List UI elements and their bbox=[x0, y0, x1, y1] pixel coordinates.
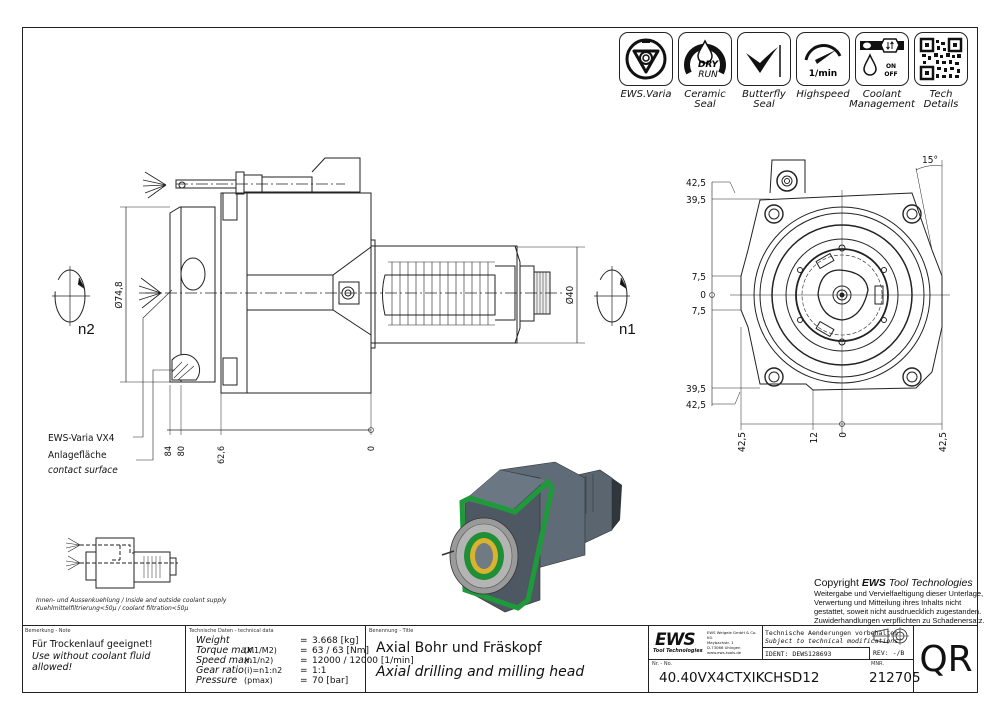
dim-front-bottom: 42,5 bbox=[938, 432, 949, 452]
company-cell: EWS Tool Technologies EWS Weigele GmbH &… bbox=[649, 626, 921, 692]
tech-data-cell: Technische Daten - technical data Weight… bbox=[186, 626, 414, 692]
ews-varia-icon bbox=[625, 38, 667, 80]
mnr-number: 212705 bbox=[869, 670, 921, 686]
part-number: 40.40VX4CTXIKCHSD12 bbox=[659, 670, 820, 686]
rev-field: REV: -/B bbox=[873, 649, 905, 657]
coolant-management-icon: ON OFF bbox=[860, 38, 904, 78]
dim-front-left: 39,5 bbox=[686, 384, 706, 395]
qr-code-icon bbox=[919, 37, 963, 81]
svg-text:1/min: 1/min bbox=[809, 69, 837, 79]
callout-contact-surface: contact surface bbox=[48, 465, 118, 476]
dim-84: 84 bbox=[164, 446, 174, 456]
tech-row-torque: Torque max.(M1/M2)=63 / 63 [Nm] bbox=[196, 645, 370, 657]
coolant-note: Innen- und Aussenkuehlung / Inside and o… bbox=[36, 597, 227, 612]
dim-angle: 15° bbox=[922, 155, 938, 166]
shank-ridges bbox=[388, 261, 495, 326]
callout-anlageflaeche: Anlagefläche bbox=[48, 450, 107, 461]
ceramic-seal-dry-run-icon: DRY RUN bbox=[684, 39, 726, 80]
projection-symbol bbox=[870, 626, 914, 647]
feature-tech-details[interactable]: Tech Details bbox=[913, 32, 969, 110]
title-en: Axial drilling and milling head bbox=[376, 664, 585, 680]
svg-text:RUN: RUN bbox=[698, 70, 718, 80]
dim-diameter-right: Ø40 bbox=[564, 285, 576, 304]
feature-ceramic-seal[interactable]: DRY RUN Ceramic Seal bbox=[677, 32, 733, 110]
title-block: Bemerkung - Note Für Trockenlauf geeigne… bbox=[22, 625, 978, 693]
feature-butterfly-seal[interactable]: Butterfly Seal bbox=[736, 32, 792, 110]
rotation-symbol-n1 bbox=[594, 266, 630, 326]
title-cell: Benennung - Title Axial Bohr und Fräskop… bbox=[366, 626, 649, 692]
svg-text:ON: ON bbox=[886, 63, 896, 70]
feature-icons: EWS.Varia DRY RUN Ceramic Seal Butterfly… bbox=[618, 32, 969, 110]
feature-highspeed[interactable]: 1/min Highspeed bbox=[795, 32, 851, 110]
rotation-symbol-n2 bbox=[52, 266, 90, 326]
tech-row-weight: Weight=3.668 [kg] bbox=[196, 635, 359, 647]
ident-field: IDENT: DEWS128693 bbox=[762, 647, 870, 659]
title-de: Axial Bohr und Fräskopf bbox=[376, 640, 542, 656]
dim-diameter-left: Ø74,8 bbox=[113, 281, 125, 308]
feature-label: EWS.Varia bbox=[620, 89, 672, 100]
dim-front-bottom: 42,5 bbox=[737, 432, 748, 452]
side-view bbox=[52, 157, 630, 461]
dim-front-left: 39,5 bbox=[686, 195, 706, 206]
feature-label: Coolant Management bbox=[849, 89, 915, 110]
coolant-schematic bbox=[65, 537, 178, 589]
feature-label: Tech Details bbox=[923, 89, 959, 110]
feature-label: Highspeed bbox=[796, 89, 850, 100]
qr-label[interactable]: QR bbox=[919, 638, 973, 680]
svg-text:DRY: DRY bbox=[698, 60, 720, 70]
dim-front-left: 42,5 bbox=[686, 400, 706, 411]
company-logo-cell: EWS Tool Technologies EWS Weigele GmbH &… bbox=[649, 626, 763, 659]
rotation-label-n2: n2 bbox=[78, 321, 95, 338]
note-cell: Bemerkung - Note Für Trockenlauf geeigne… bbox=[22, 626, 186, 692]
feature-coolant-management[interactable]: ON OFF Coolant Management bbox=[849, 32, 915, 110]
dim-front-left: 7,5 bbox=[692, 306, 706, 317]
drawing-frame bbox=[22, 27, 978, 693]
dim-front-bottom: 0 bbox=[838, 432, 849, 438]
dim-front-left: 0 bbox=[700, 290, 706, 301]
dim-0: 0 bbox=[367, 446, 377, 451]
feature-label: Butterfly Seal bbox=[742, 89, 786, 110]
rotation-label-n1: n1 bbox=[619, 321, 636, 338]
svg-text:OFF: OFF bbox=[884, 71, 897, 78]
note-en: Use without coolant fluid allowed! bbox=[32, 651, 151, 673]
tech-row-pressure: Pressure(pmax)=70 [bar] bbox=[196, 675, 349, 687]
front-view bbox=[709, 159, 950, 435]
note-de: Für Trockenlauf geeignet! bbox=[32, 639, 153, 650]
isometric-render bbox=[441, 461, 622, 613]
tech-row-speed: Speed max.(n1/n2)=12000 / 12000 [1/min] bbox=[196, 655, 414, 667]
dim-62-6: 62,6 bbox=[217, 446, 227, 464]
dim-front-left: 7,5 bbox=[692, 272, 706, 283]
dim-front-left: 42,5 bbox=[686, 178, 706, 189]
dim-front-bottom: 12 bbox=[809, 432, 820, 443]
butterfly-seal-icon bbox=[746, 45, 781, 77]
feature-ews-varia[interactable]: EWS.Varia bbox=[618, 32, 674, 110]
highspeed-gauge-icon: 1/min bbox=[804, 44, 842, 79]
ews-logo: EWS bbox=[655, 630, 696, 650]
dim-80: 80 bbox=[177, 446, 187, 456]
copyright-notice: Copyright EWS Tool Technologies Weiterga… bbox=[814, 577, 985, 625]
callout-ews-varia: EWS-Varia VX4 bbox=[48, 433, 115, 444]
feature-label: Ceramic Seal bbox=[684, 89, 726, 110]
tech-row-gear: Gear ratio(i)=n1:n2=1:1 bbox=[196, 665, 327, 677]
